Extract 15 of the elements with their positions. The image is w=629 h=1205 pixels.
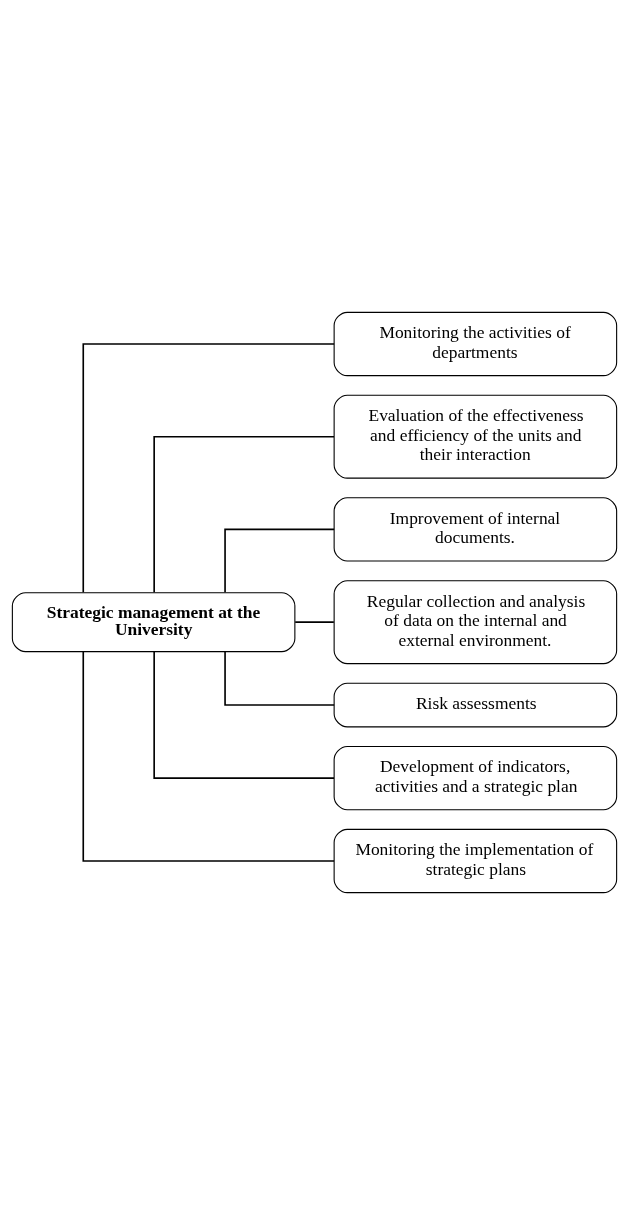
connector [294, 621, 335, 623]
node-box: Monitoring the implementation of strategic plans [333, 828, 618, 894]
connector [82, 651, 335, 862]
connector [153, 435, 335, 594]
node-box: Risk assessments [333, 682, 618, 728]
node-box: Strategic management at the University [11, 592, 296, 653]
node-box: Monitoring the activities of departments [333, 311, 618, 377]
connector [153, 651, 335, 779]
connector [224, 650, 335, 706]
node-box: Improvement of internal documents. [333, 497, 618, 562]
connector [224, 528, 335, 594]
node-box: Evaluation of the effectiveness and efficiency of the units and their interaction [333, 394, 618, 479]
node-box: Regular collection and analysis of data on the internal and external environment. [333, 580, 618, 665]
node-box: Development of indicators, activities and a strategic plan [333, 745, 618, 811]
connector [82, 343, 335, 594]
